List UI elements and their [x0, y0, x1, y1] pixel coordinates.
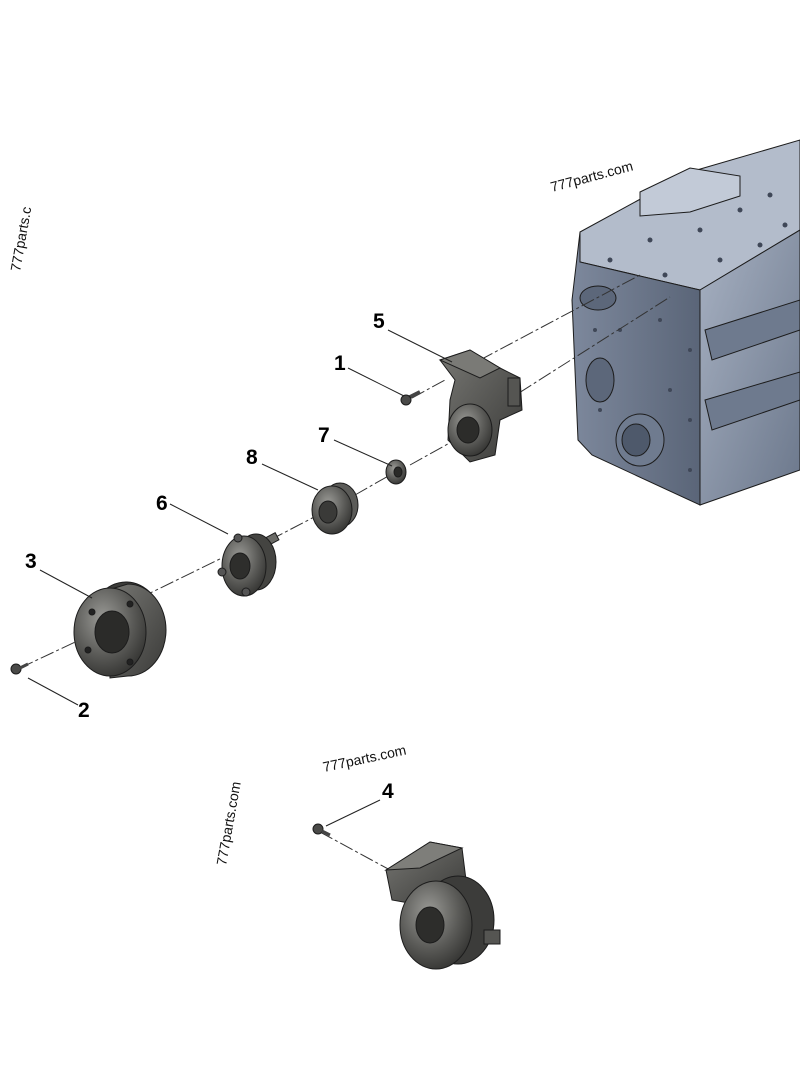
watermark-bottom-center: 777parts.com [321, 742, 407, 775]
callout-1: 1 [334, 352, 346, 375]
callout-6: 6 [156, 492, 168, 515]
assembly-axis [19, 274, 671, 871]
part-3-damper-pulley [73, 581, 167, 679]
callout-4: 4 [382, 780, 394, 803]
watermark-left-edge: 777parts.c [7, 205, 34, 272]
callout-5: 5 [373, 310, 385, 333]
callout-7: 7 [318, 424, 330, 447]
watermark-top-right: 777parts.com [549, 157, 635, 194]
callout-3: 3 [25, 550, 37, 573]
engine-block [571, 139, 800, 506]
part-2-bolt [10, 662, 29, 675]
part-8-hub [311, 482, 359, 535]
part-6-shaft-hub [217, 532, 280, 597]
part-4-bolt [312, 823, 331, 837]
watermark-bottom-left: 777parts.com [213, 780, 243, 866]
part-4-assembly [384, 841, 501, 970]
callout-2: 2 [78, 699, 90, 722]
callout-8: 8 [246, 446, 258, 469]
leader-lines [27, 329, 453, 827]
part-7-seal [385, 459, 407, 485]
part-5-bracket [438, 349, 523, 463]
part-1-bolt [400, 390, 421, 406]
